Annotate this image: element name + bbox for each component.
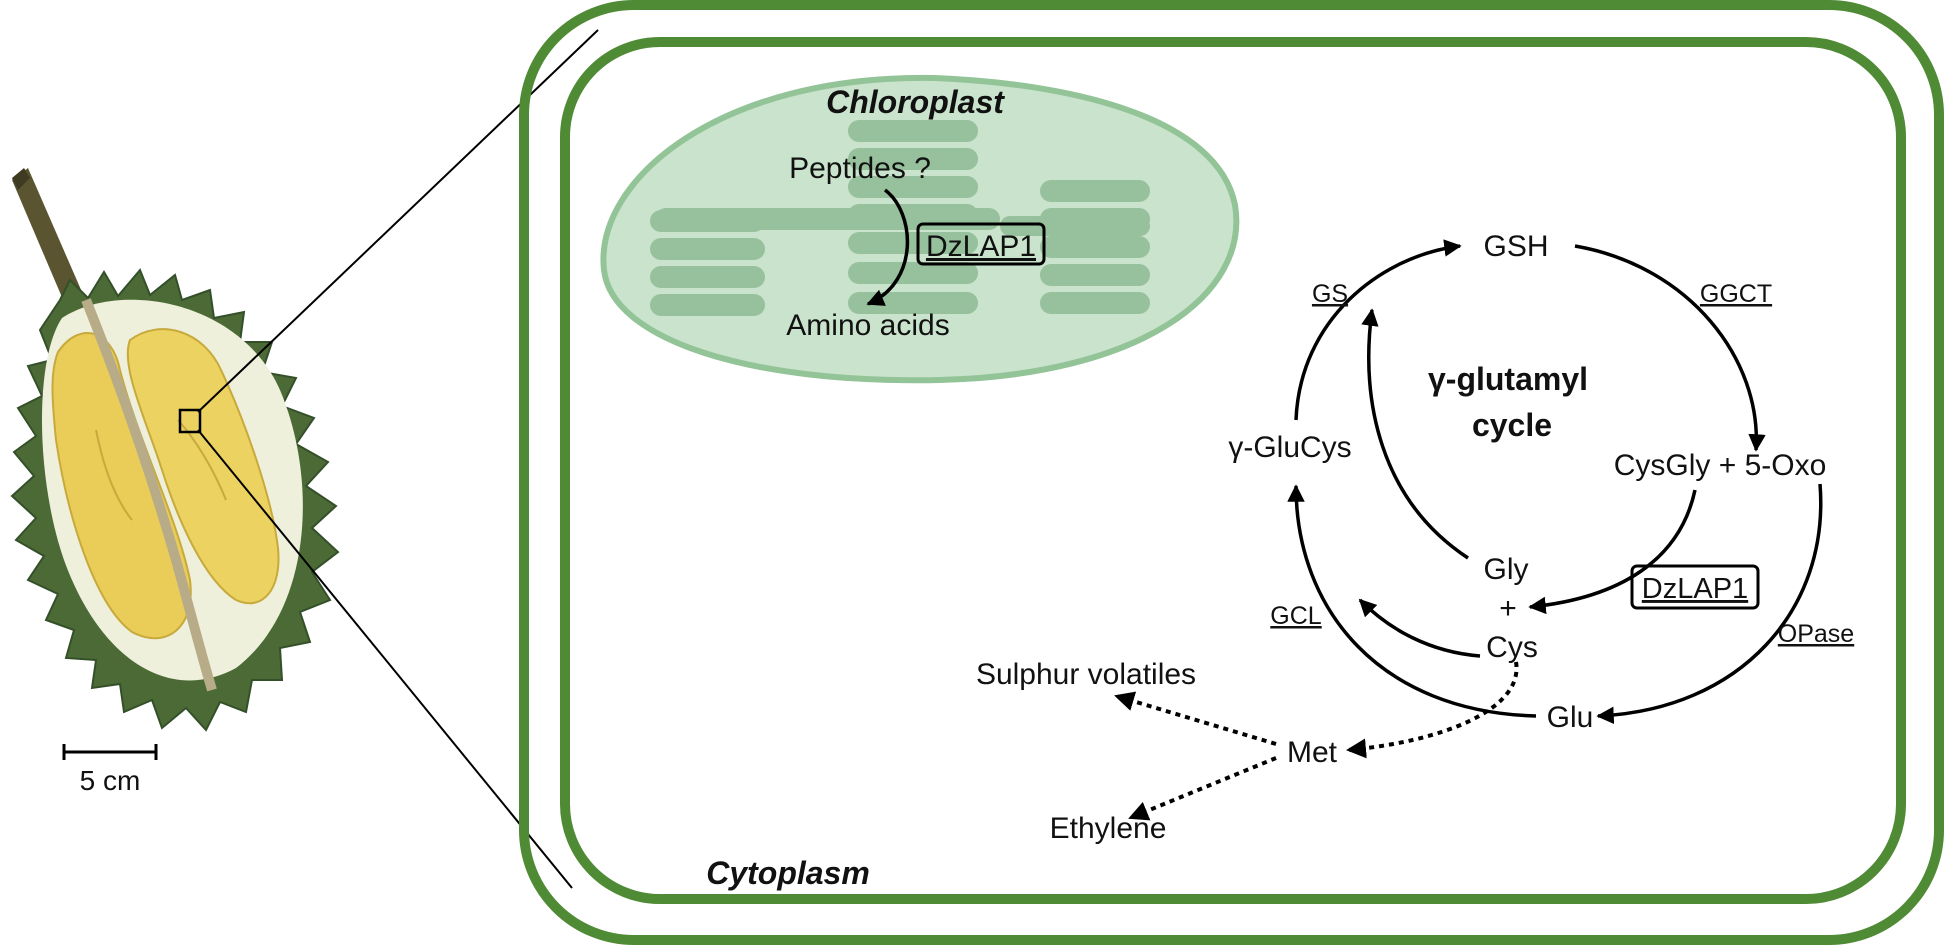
node-cysgly-5oxo: CysGly + 5-Oxo xyxy=(1614,449,1827,482)
chloroplast-dzlap1-label: DzLAP1 xyxy=(926,230,1036,263)
node-gsh: GSH xyxy=(1483,230,1548,263)
cycle-title-line2: cycle xyxy=(1472,407,1552,443)
node-met: Met xyxy=(1287,736,1338,769)
arrow-5oxo-to-glu xyxy=(1596,483,1823,725)
enzyme-dzlap1: DzLAP1 xyxy=(1642,573,1748,605)
thylakoid-stacks xyxy=(650,120,1150,316)
arrow-cys-to-met xyxy=(1346,661,1519,759)
zoom-line-top xyxy=(197,29,599,413)
enzyme-opase: OPase xyxy=(1778,620,1854,648)
enzyme-gcl: GCL xyxy=(1270,602,1322,630)
chloroplast: Chloroplast Peptides ? DzLAP1 Amino acid… xyxy=(600,74,1240,384)
enzyme-ggct: GGCT xyxy=(1700,280,1772,308)
node-gly: Gly xyxy=(1484,553,1529,586)
node-glucys: γ-GluCys xyxy=(1228,431,1351,464)
arrow-gsh-to-cysgly xyxy=(1574,244,1766,452)
amino-acids-label: Amino acids xyxy=(786,309,949,342)
cycle-title-line1: γ-glutamyl xyxy=(1428,361,1588,397)
node-cys: Cys xyxy=(1486,631,1538,664)
peptides-label: Peptides ? xyxy=(789,152,931,185)
cytoplasm-label: Cytoplasm xyxy=(706,855,870,891)
zoom-line-bottom xyxy=(197,429,573,889)
peptide-to-aa-arrow xyxy=(866,188,910,306)
node-ethylene: Ethylene xyxy=(1050,812,1167,845)
arrow-met-to-sulphur xyxy=(1114,691,1277,746)
glutamyl-cycle: GSH CysGly + 5-Oxo γ-GluCys Gly + Cys Gl… xyxy=(976,230,1854,845)
arrow-gly-to-gsh xyxy=(1361,308,1469,560)
node-glu: Glu xyxy=(1547,701,1594,734)
node-sulphur-volatiles: Sulphur volatiles xyxy=(976,658,1196,691)
enzyme-gs: GS xyxy=(1312,280,1348,308)
arrow-cysgly-to-glycys xyxy=(1528,489,1697,615)
chloroplast-label: Chloroplast xyxy=(826,84,1005,120)
scale-bar-label: 5 cm xyxy=(80,765,141,796)
scale-bar: 5 cm xyxy=(62,744,158,796)
cycle-dzlap1-box xyxy=(1630,564,1760,610)
arrow-glu-to-glucys xyxy=(1287,484,1537,718)
arrow-met-to-ethylene xyxy=(1128,756,1277,821)
cell-membrane-inner xyxy=(560,37,1906,904)
durian-fruit-image xyxy=(10,168,340,732)
arrow-glucys-to-gsh xyxy=(1294,239,1462,421)
cell-wall-outer xyxy=(519,0,1944,945)
chloroplast-dzlap1-box xyxy=(916,222,1046,266)
node-plus: + xyxy=(1499,592,1517,625)
arrow-cys-to-glucys xyxy=(1358,598,1481,658)
